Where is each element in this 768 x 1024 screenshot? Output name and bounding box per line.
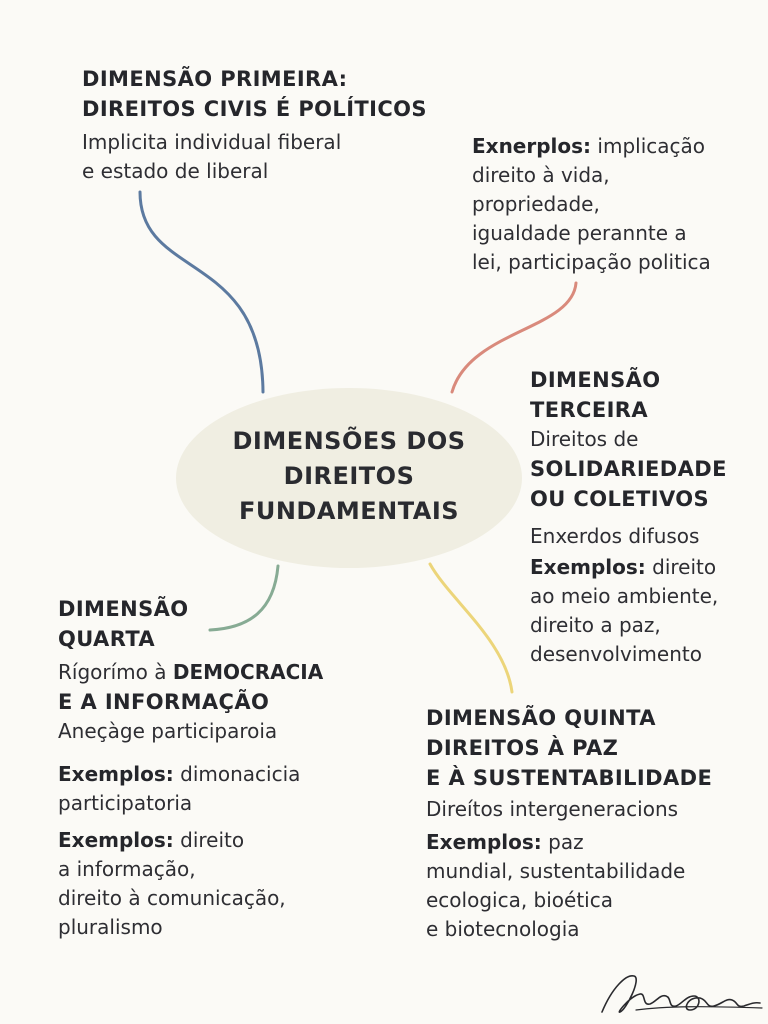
third-examples-label: Exemplos: (530, 555, 646, 579)
fourth-ex1-line-1: Exemplos: dimonacicia (58, 760, 398, 789)
fourth-title-line-1: DIMENSÃO (58, 597, 189, 621)
fourth-ex2-line-1: Exemplos: direito (58, 826, 398, 855)
third-examples: Exemplos: direito ao meio ambiente, dire… (530, 553, 766, 669)
fourth-ex1-line-2: participatoria (58, 791, 193, 815)
center-title-line-1: DIMENSÕES DOS (232, 427, 466, 455)
fourth-subtitle-bold-2: E A INFORMAÇÃO (58, 690, 270, 714)
fifth-examples-line-1: Exemplos: paz (426, 828, 760, 857)
center-title-line-2: DIREITOS (283, 462, 415, 490)
first-dimension-title: DIMENSÃO PRIMEIRA: DIREITOS CIVIS É POLÍ… (82, 64, 502, 124)
fifth-title-line-1: DIMENSÃO QUINTA (426, 706, 656, 730)
fourth-subtitle-bold-1: DEMOCRACIA (172, 660, 324, 684)
fourth-ex1-rest: dimonacicia (173, 762, 301, 786)
third-dimension-title: DIMENSÃO TERCEIRA (530, 365, 766, 425)
third-examples-line-2: ao meio ambiente, (530, 584, 719, 608)
fourth-title-line-2: QUARTA (58, 627, 156, 651)
first-examples-line-4: igualdade perannte a (472, 221, 687, 245)
fifth-description: Direítos intergeneracions (426, 797, 679, 821)
connector-first-examples (450, 281, 578, 394)
third-description: Enxerdos difusos (530, 524, 700, 548)
first-desc-line-1: Implicita individual fiberal (82, 130, 342, 154)
fifth-examples-line-2: mundial, sustentabilidade (426, 859, 686, 883)
fourth-ex2-line-4: pluralismo (58, 915, 163, 939)
third-examples-line-3: direito a paz, (530, 613, 661, 637)
third-title-line-2: TERCEIRA (530, 398, 649, 422)
fifth-examples-line-4: e biotecnologia (426, 917, 580, 941)
connector-fourth (208, 564, 280, 632)
signature-mark (601, 975, 763, 1013)
fifth-examples: Exemplos: paz mundial, sustentabilidade … (426, 828, 760, 944)
connector-first (138, 190, 265, 394)
third-subtitle-bold: SOLIDARIEDADE OU COLETIVOS (530, 454, 766, 514)
first-examples-line-3: propriedade, (472, 192, 600, 216)
first-examples-line-5: lei, participação politica (472, 250, 711, 274)
third-title-line-1: DIMENSÃO (530, 368, 661, 392)
node-fifth-dimension: DIMENSÃO QUINTA DIREITOS À PAZ E À SUSTE… (426, 703, 760, 944)
node-fourth-dimension: DIMENSÃO QUARTA Rígorímo à DEMOCRACIA E … (58, 594, 398, 942)
fourth-ex2-line-2: a informação, (58, 857, 196, 881)
connector-fifth (428, 562, 514, 694)
node-first-examples: Exnerplos: implicação direito à vida, pr… (472, 132, 762, 277)
first-examples-label: Exnerplos: (472, 134, 592, 158)
first-examples-line-1: Exnerplos: implicação (472, 132, 762, 161)
third-examples-first-rest: direito (645, 555, 717, 579)
fourth-dimension-title: DIMENSÃO QUARTA (58, 594, 398, 654)
fifth-dimension-title: DIMENSÃO QUINTA DIREITOS À PAZ E À SUSTE… (426, 703, 760, 793)
third-examples-line-4: desenvolvimento (530, 642, 702, 666)
center-node-background (176, 388, 522, 568)
fourth-subtitle-line-1: Rígorímo à DEMOCRACIA (58, 658, 398, 687)
first-title-line-2: DIREITOS CIVIS É POLÍTICOS (82, 97, 427, 121)
fourth-ex2-line-3: direito à comunicação, (58, 886, 286, 910)
third-subtitle-prefix: Direitos de (530, 427, 639, 451)
fifth-title-line-3: E À SUSTENTABILIDADE (426, 766, 713, 790)
first-examples-first-rest: implicação (591, 134, 705, 158)
fourth-description: Aneçàge participaroia (58, 719, 278, 743)
node-third-dimension: DIMENSÃO TERCEIRA Direitos de SOLIDARIED… (530, 365, 766, 669)
fifth-examples-line-3: ecologica, bioética (426, 888, 613, 912)
first-title-line-1: DIMENSÃO PRIMEIRA: (82, 67, 348, 91)
third-subtitle-bold-line-1: SOLIDARIEDADE (530, 457, 727, 481)
fourth-subtitle-prefix: Rígorímo à (58, 660, 173, 684)
third-examples-line-1: Exemplos: direito (530, 553, 766, 582)
fourth-examples-2: Exemplos: direito a informação, direito … (58, 826, 398, 942)
fourth-ex2-label: Exemplos: (58, 828, 174, 852)
first-examples-line-2: direito à vida, (472, 163, 610, 187)
fifth-examples-label: Exemplos: (426, 830, 542, 854)
first-desc-line-2: e estado de liberal (82, 159, 269, 183)
first-dimension-description: Implicita individual fiberal e estado de… (82, 128, 502, 186)
node-first-dimension: DIMENSÃO PRIMEIRA: DIREITOS CIVIS É POLÍ… (82, 64, 502, 186)
center-title-line-3: FUNDAMENTAIS (238, 497, 460, 525)
fifth-examples-first-rest: paz (541, 830, 584, 854)
center-node-title: DIMENSÕES DOS DIREITOS FUNDAMENTAIS (176, 424, 522, 529)
fourth-ex2-rest: direito (173, 828, 245, 852)
fourth-examples-1: Exemplos: dimonacicia participatoria (58, 760, 398, 818)
fifth-title-line-2: DIREITOS À PAZ (426, 736, 619, 760)
fourth-ex1-label: Exemplos: (58, 762, 174, 786)
third-subtitle-bold-line-2: OU COLETIVOS (530, 487, 710, 511)
